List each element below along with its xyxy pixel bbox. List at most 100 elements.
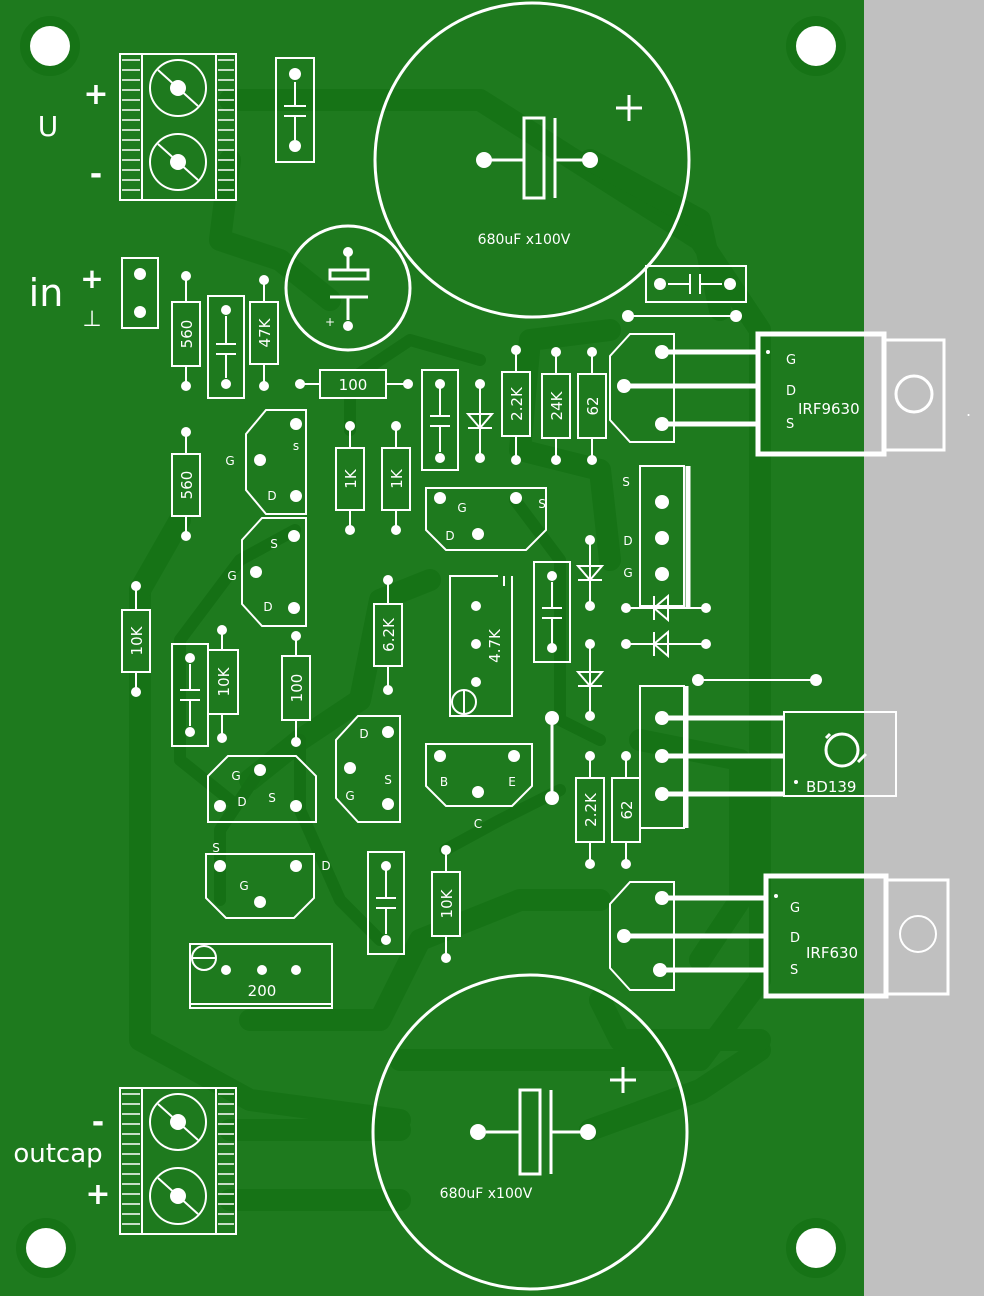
to92-1-g: G bbox=[225, 454, 234, 468]
irf9630-tab bbox=[882, 338, 946, 452]
to92-5-g: G bbox=[231, 769, 240, 783]
resistor-24k-label: 24K bbox=[548, 390, 566, 420]
irf630-g-label: G bbox=[790, 901, 800, 916]
irf630-tab bbox=[884, 878, 950, 996]
irf630-footprint bbox=[609, 881, 675, 991]
resistor-560a: 560 bbox=[171, 271, 201, 391]
fet-right-g: G bbox=[623, 566, 632, 580]
resistor-2k2a: 2.2K bbox=[501, 345, 531, 465]
to92-5-d: D bbox=[237, 795, 246, 809]
power-label: U bbox=[38, 110, 59, 143]
input-plus-label: + bbox=[80, 262, 103, 295]
electrolytic-capacitor-bottom bbox=[371, 973, 689, 1291]
to92-2-g: G bbox=[227, 569, 236, 583]
film-capacitor-horizontal bbox=[645, 265, 747, 303]
fet-right-s: S bbox=[622, 475, 630, 489]
irf9630-d-label: D bbox=[786, 384, 796, 399]
to92-6-d: D bbox=[321, 859, 330, 873]
output-terminal-block bbox=[119, 1087, 237, 1235]
transistor-to92-4: D S G bbox=[335, 715, 401, 823]
to92-5-s: S bbox=[268, 791, 276, 805]
resistor-10kb-label: 10K bbox=[215, 666, 233, 696]
irf9630-g-label: G bbox=[786, 353, 796, 368]
to92-2-s: S bbox=[270, 537, 278, 551]
to92-6-g: G bbox=[239, 879, 248, 893]
copper-traces-thin bbox=[174, 334, 606, 946]
trimmer-200: 200 bbox=[189, 943, 333, 1009]
resistor-47k: 47K bbox=[249, 275, 279, 391]
diode-horizontal-1 bbox=[621, 593, 711, 623]
bd139-footprint: BD139 bbox=[639, 674, 897, 829]
input-header bbox=[121, 257, 159, 329]
trimmer-4k7-label: 4.7K bbox=[486, 628, 504, 663]
resistor-560a-label: 560 bbox=[178, 320, 196, 349]
to92-4-g: G bbox=[345, 789, 354, 803]
diode-vertical-right-2 bbox=[575, 639, 605, 721]
to92-7-e: E bbox=[508, 775, 516, 789]
power-minus-label: - bbox=[90, 157, 102, 192]
resistor-10ka: 10K bbox=[121, 581, 151, 697]
resistor-62b: 62 bbox=[611, 751, 641, 869]
resistor-560b-label: 560 bbox=[178, 471, 196, 500]
resistor-1ka-label: 1K bbox=[342, 468, 360, 489]
transistor-to92-2: G S D bbox=[227, 517, 307, 627]
copper-traces bbox=[129, 89, 771, 1211]
resistor-10kc: 10K bbox=[431, 845, 461, 963]
trimmer-4k7: 4.7K bbox=[449, 575, 513, 717]
trimmer-200-label: 200 bbox=[248, 982, 277, 1000]
output-minus-label: - bbox=[92, 1105, 104, 1140]
electrolytic-capacitor-top bbox=[373, 1, 691, 319]
stray-dot: . bbox=[966, 401, 971, 420]
resistor-2k2a-label: 2.2K bbox=[508, 386, 526, 421]
transistor-to92-3: G D S bbox=[425, 487, 547, 551]
irf9630-footprint bbox=[609, 333, 675, 443]
resistor-24k: 24K bbox=[541, 347, 571, 465]
resistor-62a-label: 62 bbox=[584, 396, 602, 415]
top-capacitor-value: 680uF x100V bbox=[478, 232, 571, 248]
resistor-1kb-label: 1K bbox=[388, 468, 406, 489]
resistor-100v-label: 100 bbox=[288, 674, 306, 703]
mounting-holes bbox=[16, 16, 846, 1278]
transistor-to92-6: S G D bbox=[205, 841, 331, 919]
resistor-100h-label: 100 bbox=[339, 376, 368, 394]
diode-vertical-right-1 bbox=[575, 535, 605, 611]
power-terminal-block bbox=[119, 53, 237, 201]
fet-right-d: D bbox=[623, 534, 632, 548]
bd139-body bbox=[783, 711, 897, 797]
resistor-10ka-label: 10K bbox=[128, 625, 146, 655]
to92-4-s: S bbox=[384, 773, 392, 787]
bottom-capacitor-value: 680uF x100V bbox=[440, 1186, 533, 1202]
film-capacitor-lower bbox=[367, 851, 405, 955]
to92-3-d: D bbox=[445, 529, 454, 543]
resistor-1ka: 1K bbox=[335, 421, 365, 535]
input-label: in bbox=[29, 271, 64, 315]
output-plus-label: + bbox=[85, 1177, 110, 1212]
diode-vertical-top bbox=[465, 379, 495, 463]
irf9630-name: IRF9630 bbox=[798, 400, 860, 418]
resistor-2k2b: 2.2K bbox=[575, 751, 605, 869]
power-plus-label: + bbox=[83, 77, 108, 112]
resistor-10kb: 10K bbox=[207, 625, 239, 743]
transistor-to92-1: G s D bbox=[225, 409, 307, 515]
resistor-100-vertical: 100 bbox=[281, 631, 311, 747]
resistor-560b: 560 bbox=[171, 427, 201, 541]
to92-1-s: s bbox=[293, 439, 299, 453]
to92-4-d: D bbox=[359, 727, 368, 741]
irf630-name: IRF630 bbox=[806, 944, 858, 962]
film-capacitor-left bbox=[207, 295, 245, 399]
film-capacitor-top bbox=[275, 57, 315, 163]
film-capacitor-center bbox=[533, 561, 571, 663]
to92-1-d: D bbox=[267, 489, 276, 503]
transistor-to92-5: G D S bbox=[207, 755, 317, 823]
resistor-62b-label: 62 bbox=[618, 800, 636, 819]
to92-3-s: S bbox=[538, 497, 546, 511]
to92-2-d: D bbox=[263, 600, 272, 614]
to92-6-s: S bbox=[212, 841, 220, 855]
resistor-6k2-label: 6.2K bbox=[380, 617, 398, 652]
electrolytic-capacitor-small bbox=[284, 224, 412, 352]
bd139-name: BD139 bbox=[806, 778, 856, 796]
transistor-fet-right: S D G bbox=[622, 465, 691, 608]
resistor-1kb: 1K bbox=[381, 421, 411, 535]
resistor-62a: 62 bbox=[577, 347, 607, 465]
